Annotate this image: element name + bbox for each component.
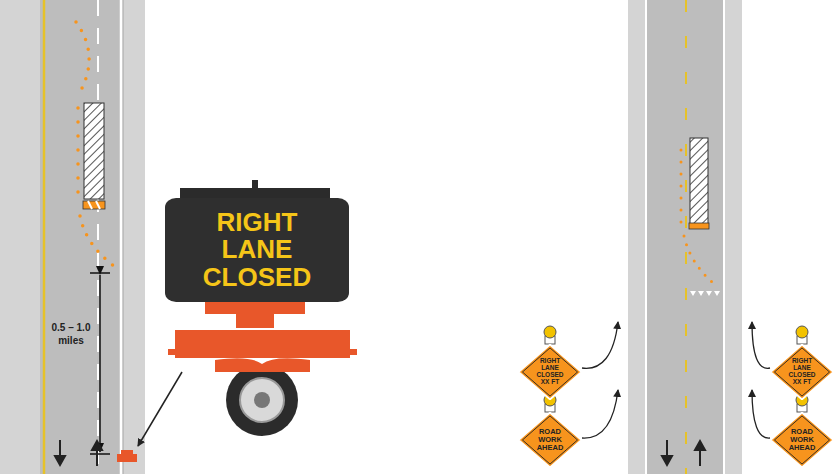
sign-text: RIGHT LANE CLOSED XX FT bbox=[533, 358, 567, 385]
sign-text: RIGHT LANE CLOSED bbox=[187, 209, 327, 291]
warning-sign: ROAD WORK AHEAD bbox=[770, 412, 834, 468]
sign-text: RIGHT LANE CLOSED XX FT bbox=[785, 358, 819, 385]
warning-sign: ROAD WORK AHEAD bbox=[518, 412, 582, 468]
sign-text: ROAD WORK AHEAD bbox=[785, 428, 819, 452]
message-sign: RIGHT LANE CLOSED bbox=[165, 198, 349, 302]
dimension-label: 0.5 – 1.0 miles bbox=[46, 322, 96, 347]
sign-text: ROAD WORK AHEAD bbox=[533, 428, 567, 452]
warning-sign: RIGHT LANE CLOSED XX FT bbox=[518, 344, 582, 400]
warning-sign: RIGHT LANE CLOSED XX FT bbox=[770, 344, 834, 400]
